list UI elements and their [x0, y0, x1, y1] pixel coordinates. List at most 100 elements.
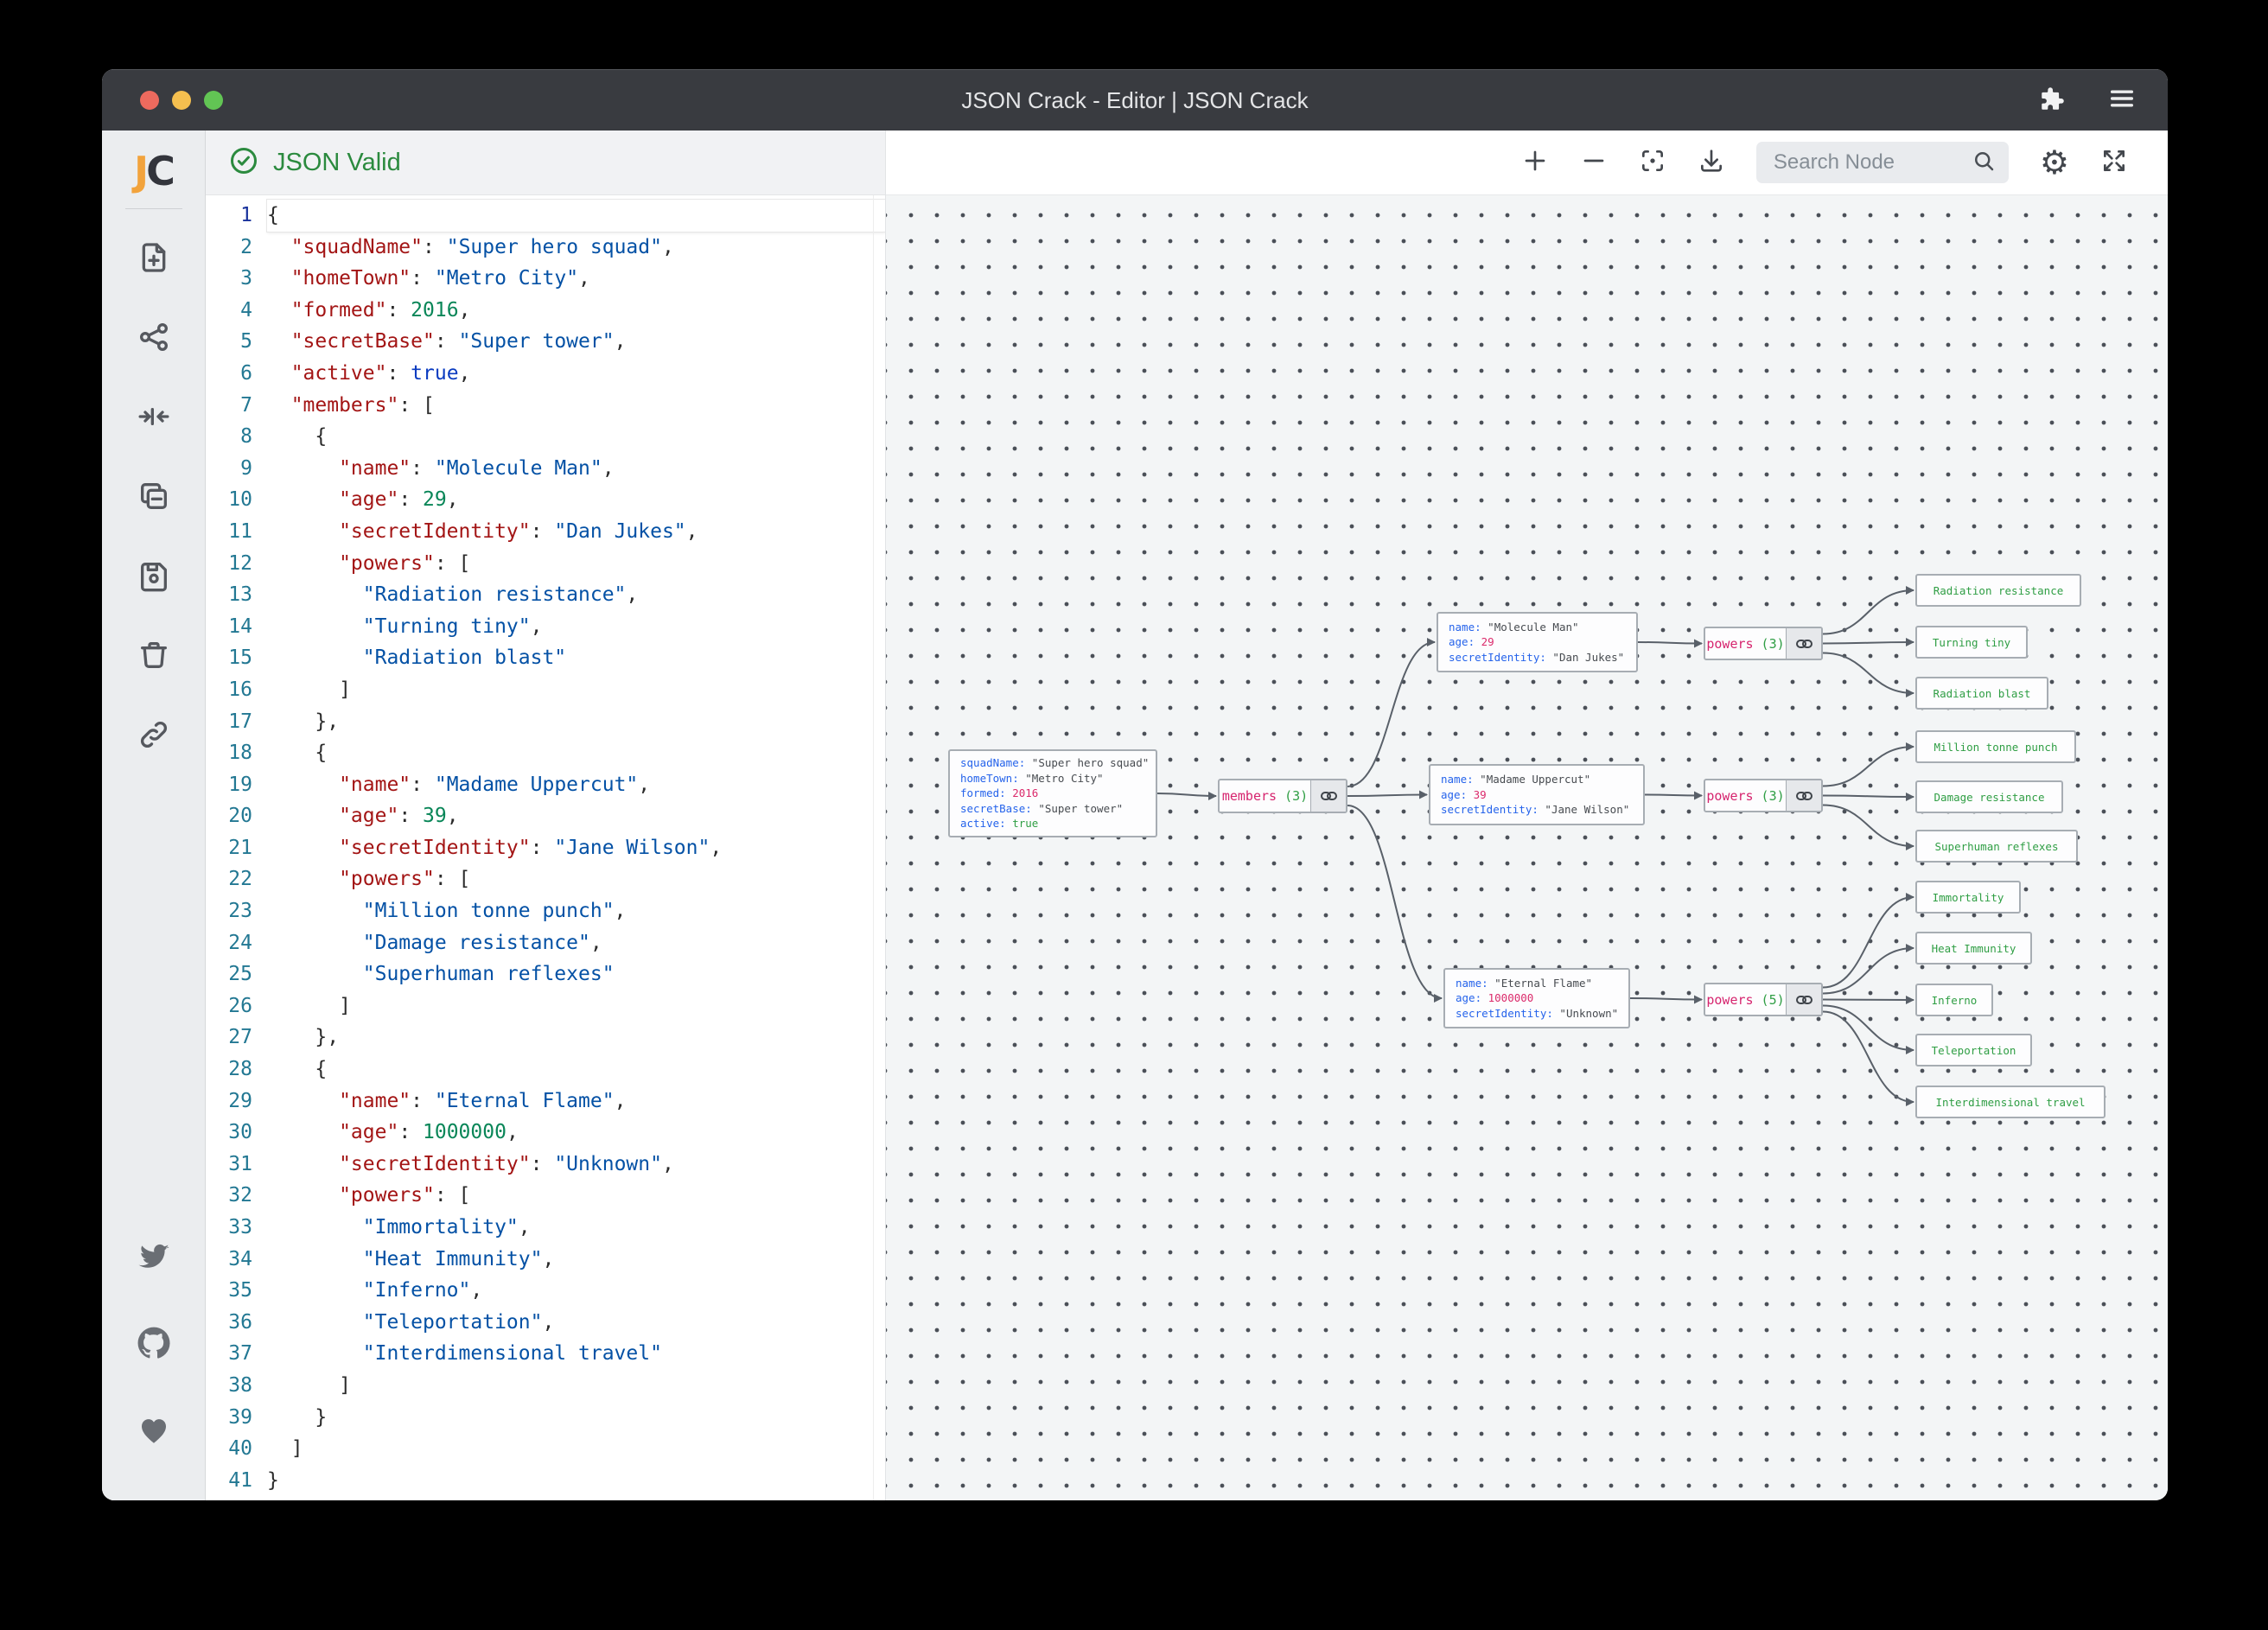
graph-node-root[interactable]: squadName: "Super hero squad"homeTown: "… [948, 749, 1157, 837]
node-row: age: 39 [1441, 787, 1487, 801]
graph-node-l10[interactable]: Teleportation [1915, 1034, 2032, 1067]
graph-edge [1822, 1010, 1914, 1106]
editor-scrollbar[interactable] [873, 195, 885, 1500]
zoom-button[interactable] [204, 91, 223, 110]
github-link[interactable] [121, 1317, 187, 1372]
line-number: 22 [228, 868, 252, 891]
focus-frame-icon [1639, 147, 1666, 179]
line-number: 25 [228, 963, 252, 986]
line-number: 23 [228, 900, 252, 923]
line-number: 1 [240, 204, 252, 226]
code-line: 16] [206, 674, 885, 706]
window-title: JSON Crack - Editor | JSON Crack [961, 86, 1309, 113]
puzzle-icon[interactable] [2038, 84, 2067, 118]
graph-node-l1[interactable]: Radiation resistance [1915, 574, 2081, 607]
graph-node-l2[interactable]: Turning tiny [1915, 626, 2028, 659]
line-number: 38 [228, 1373, 252, 1397]
code-line: 36"Teleportation", [206, 1307, 885, 1339]
line-number: 15 [228, 646, 252, 670]
code-line: 12"powers": [ [206, 548, 885, 580]
heart-icon [136, 1411, 172, 1452]
delete-button[interactable] [121, 629, 187, 684]
graph-panel: ⚙ squadName: "Super hero squad"homeTown:… [886, 131, 2168, 1500]
code-line: 24"Damage resistance", [206, 927, 885, 959]
zoom-in-button[interactable] [1521, 147, 1549, 179]
minus-icon [1580, 147, 1608, 179]
graph-node-members[interactable]: members(3) [1218, 779, 1347, 813]
array-node-label: powers(3) [1706, 787, 1785, 804]
graph-node-p3[interactable]: powers(5) [1704, 983, 1823, 1016]
code-line: 29"name": "Eternal Flame", [206, 1086, 885, 1117]
fullscreen-button[interactable] [2100, 147, 2128, 179]
node-row: age: 1000000 [1456, 991, 1534, 1005]
node-row: formed: 2016 [960, 786, 1039, 800]
code-line: 6"active": true, [206, 358, 885, 390]
expand-collapse-chip[interactable] [1786, 984, 1821, 1015]
line-number: 5 [240, 330, 252, 353]
code-line: 20"age": 39, [206, 800, 885, 832]
line-number: 17 [228, 710, 252, 733]
graph-node-l6[interactable]: Superhuman reflexes [1915, 830, 2078, 863]
code-line: 8{ [206, 421, 885, 453]
graph-node-l5[interactable]: Damage resistance [1915, 780, 2063, 813]
sponsor-link[interactable] [121, 1404, 187, 1459]
minimize-button[interactable] [172, 91, 191, 110]
share-link-button[interactable] [121, 709, 187, 764]
line-number: 18 [228, 742, 252, 765]
node-row: secretBase: "Super tower" [960, 801, 1124, 815]
new-document-button[interactable] [121, 232, 187, 287]
twitter-link[interactable] [121, 1231, 187, 1286]
center-view-button[interactable] [121, 391, 187, 446]
code-line: 19"name": "Madame Uppercut", [206, 769, 885, 801]
code-line: 15"Radiation blast" [206, 642, 885, 674]
graph-edge [1637, 639, 1703, 648]
graph-node-l9[interactable]: Inferno [1915, 984, 1993, 1016]
expand-collapse-chip[interactable] [1786, 780, 1821, 811]
line-number: 11 [228, 519, 252, 543]
graph-view-button[interactable] [121, 311, 187, 366]
twitter-icon [136, 1238, 172, 1279]
titlebar: JSON Crack - Editor | JSON Crack [102, 69, 2168, 131]
code-line: 30"age": 1000000, [206, 1117, 885, 1149]
search-node-input[interactable] [1771, 150, 1971, 175]
hamburger-menu-icon[interactable] [2107, 84, 2137, 118]
code-line: 26] [206, 990, 885, 1022]
code-area[interactable]: 1{2"squadName": "Super hero squad",3"hom… [206, 195, 885, 1500]
graph-edge [1822, 652, 1914, 697]
line-number: 16 [228, 678, 252, 701]
app-window: JSON Crack - Editor | JSON Crack JC [102, 69, 2168, 1500]
code-line: 13"Radiation resistance", [206, 579, 885, 611]
search-icon[interactable] [1971, 148, 1997, 178]
jsoncrack-logo[interactable]: JC [134, 148, 175, 194]
graph-node-p2[interactable]: powers(3) [1704, 779, 1823, 812]
copy-button[interactable] [121, 470, 187, 525]
graph-node-p1[interactable]: powers(3) [1704, 627, 1823, 660]
graph-node-l4[interactable]: Million tonne punch [1915, 730, 2076, 763]
code-line: 40] [206, 1433, 885, 1465]
graph-edge [1822, 893, 1914, 989]
graph-node-l7[interactable]: Immortality [1915, 881, 2021, 914]
expand-collapse-chip[interactable] [1310, 780, 1346, 812]
graph-edge [1822, 1004, 1914, 1054]
expand-arrows-icon [2100, 147, 2128, 179]
graph-canvas[interactable]: squadName: "Super hero squad"homeTown: "… [886, 195, 2168, 1500]
zoom-out-button[interactable] [1580, 147, 1608, 179]
graph-node-l11[interactable]: Interdimensional travel [1915, 1086, 2106, 1118]
code-line: 11"secretIdentity": "Dan Jukes", [206, 516, 885, 548]
trash-icon [137, 638, 171, 677]
graph-node-l3[interactable]: Radiation blast [1915, 677, 2048, 710]
focus-view-button[interactable] [1639, 147, 1666, 179]
editor-panel: JSON Valid 1{2"squadName": "Super hero s… [206, 131, 886, 1500]
expand-collapse-chip[interactable] [1786, 628, 1821, 659]
close-button[interactable] [140, 91, 159, 110]
code-line: 25"Superhuman reflexes" [206, 958, 885, 990]
download-image-button[interactable] [1698, 147, 1725, 179]
settings-button[interactable]: ⚙ [2040, 146, 2069, 179]
save-button[interactable] [121, 550, 187, 605]
line-number: 14 [228, 614, 252, 638]
line-number: 34 [228, 1247, 252, 1270]
graph-node-l8[interactable]: Heat Immunity [1915, 932, 2032, 965]
